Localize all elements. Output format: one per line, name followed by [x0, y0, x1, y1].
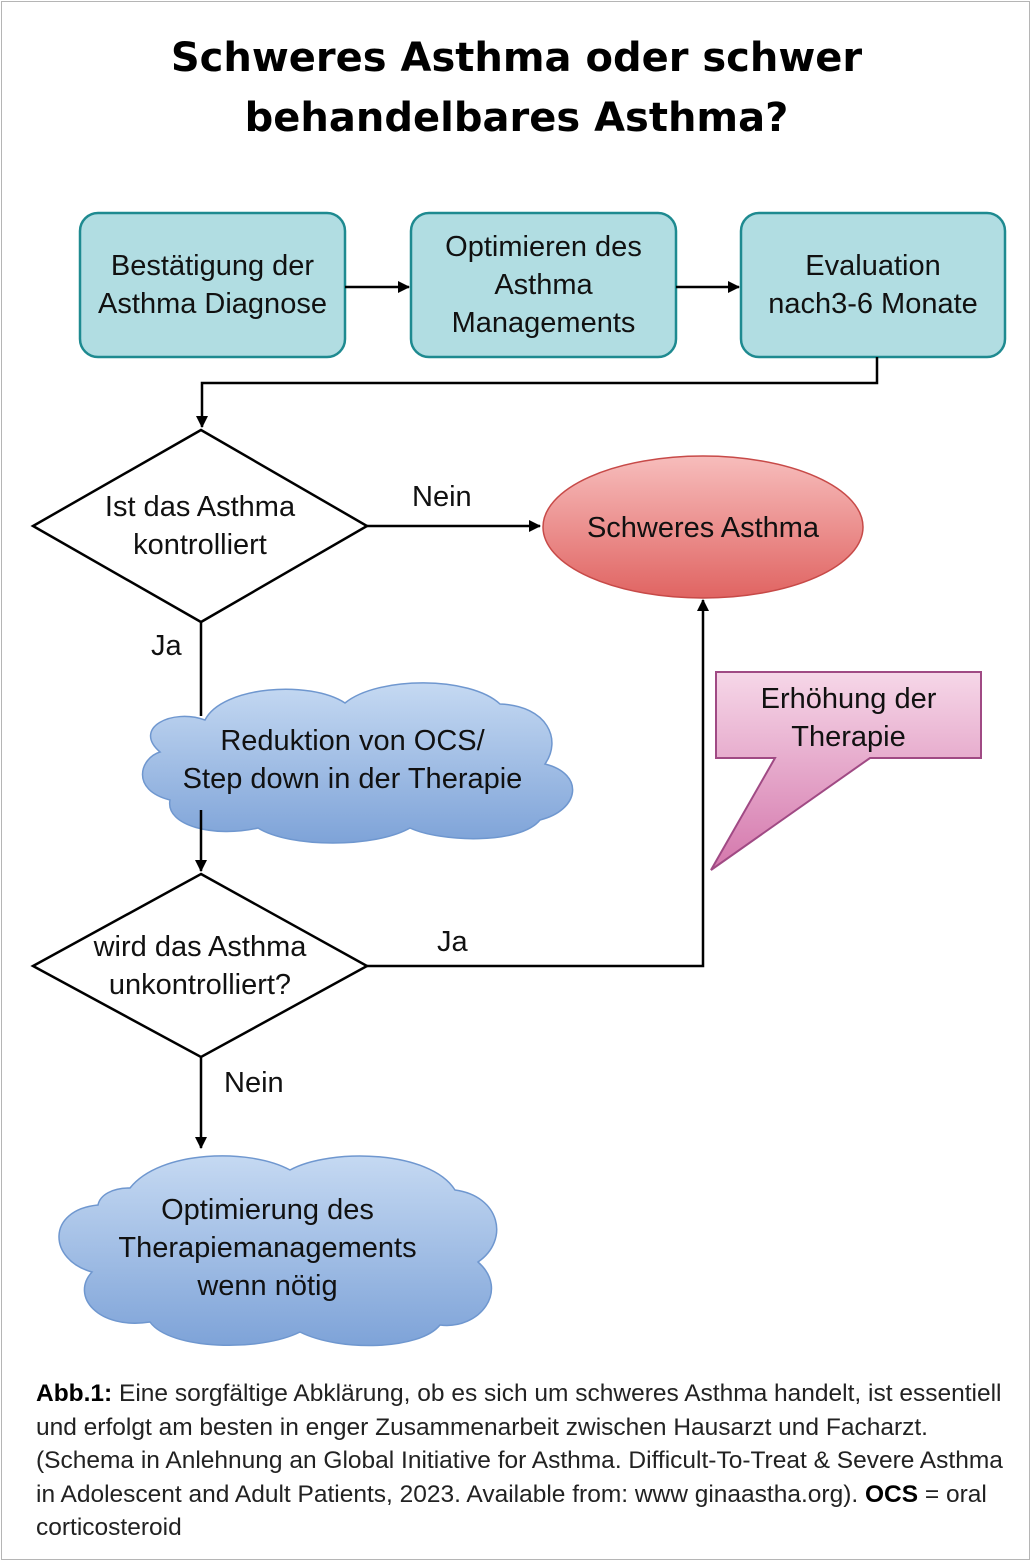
optimize-therapy-cloud [58, 1155, 498, 1347]
reduction-label: Reduktion von OCS/ Step down in der Ther… [182, 725, 523, 795]
increase-therapy-label: Erhöhung der Therapie [760, 683, 937, 753]
edge-label-uncontrolled-yes: Ja [437, 926, 468, 958]
reduction-cloud [141, 682, 574, 844]
confirm-diagnosis-label: Bestätigung der Asthma Diagnose [98, 250, 327, 320]
edge-label-controlled-yes: Ja [151, 630, 182, 662]
increase-therapy-callout [710, 671, 982, 871]
decision-uncontrolled-label: wird das Asthma unkontrolliert? [93, 931, 307, 1001]
optimize-management-label: Optimieren des Asthma Managements [445, 231, 642, 339]
optimize-therapy-label: Optimierung des Therapiemanagements wenn… [118, 1194, 417, 1302]
confirm-diagnosis-box [78, 211, 347, 359]
evaluation-label: Evaluation nach3-6 Monate [768, 250, 978, 320]
figure-caption: Abb.1: Eine sorgfältige Abklärung, ob es… [36, 1377, 1011, 1545]
arrow-evaluation-to-decision [196, 357, 879, 428]
caption-abbr: OCS [864, 1480, 919, 1508]
page-title: Schweres Asthma oder schwer behandelbare… [170, 35, 863, 141]
evaluation-box [739, 211, 1007, 359]
optimize-management-box [409, 211, 678, 359]
decision-controlled-label: Ist das Asthma kontrolliert [104, 491, 296, 561]
edge-label-controlled-no: Nein [412, 481, 472, 513]
caption-label: Abb.1: [36, 1380, 113, 1407]
caption-text: Eine sorgfältige Abklärung, ob es sich u… [36, 1380, 1003, 1508]
caption-abbr-definition: = oral corticosteroid [36, 1480, 987, 1542]
severe-asthma-ellipse [542, 455, 864, 599]
severe-asthma-label: Schweres Asthma [586, 512, 820, 544]
arrow-uncontrolled-yes [367, 599, 709, 968]
edge-label-uncontrolled-no: Nein [224, 1067, 284, 1099]
